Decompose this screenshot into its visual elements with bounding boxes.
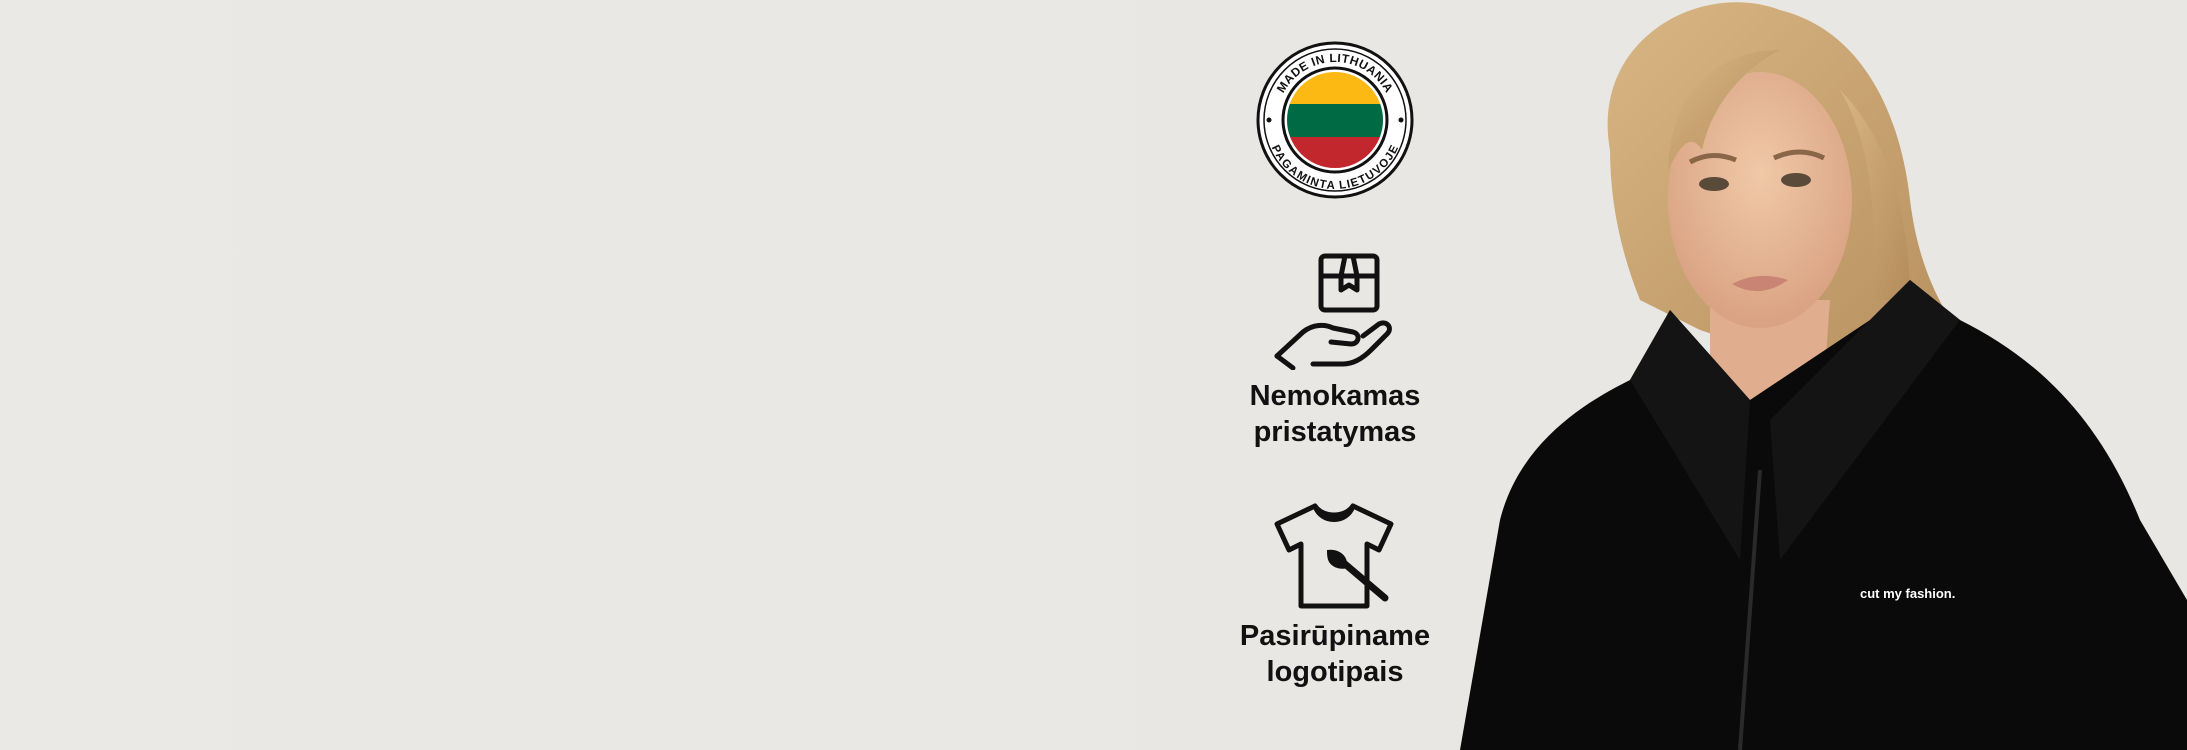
delivery-box-hand-icon [1274, 253, 1392, 370]
features-column: MADE IN LITHUANIA PAGAMINTA LIETUVOJE [1200, 40, 1470, 690]
feature-logo-printing: Pasirūpiname logotipais [1240, 502, 1430, 690]
tshirt-brush-icon [1274, 503, 1394, 609]
feature-label-line: Nemokamas [1249, 380, 1421, 412]
feature-label-line: logotipais [1266, 656, 1404, 688]
feature-label-line: Pasirūpiname [1239, 620, 1431, 652]
feature-logo-printing-label: Pasirūpiname logotipais [1240, 618, 1430, 690]
feature-free-delivery: Nemokamas pristatymas [1250, 252, 1421, 450]
made-in-lithuania-badge: MADE IN LITHUANIA PAGAMINTA LIETUVOJE [1256, 41, 1414, 199]
model-photo: cut my fashion. [1440, 0, 2187, 750]
feature-free-delivery-label: Nemokamas pristatymas [1250, 378, 1421, 450]
sweatshirt-print-text: cut my fashion. [1860, 586, 1955, 601]
feature-label-line: pristatymas [1253, 416, 1417, 448]
flag-green-stripe [1287, 104, 1383, 137]
lithuania-flag [1287, 72, 1383, 168]
model-face [1668, 72, 1852, 328]
